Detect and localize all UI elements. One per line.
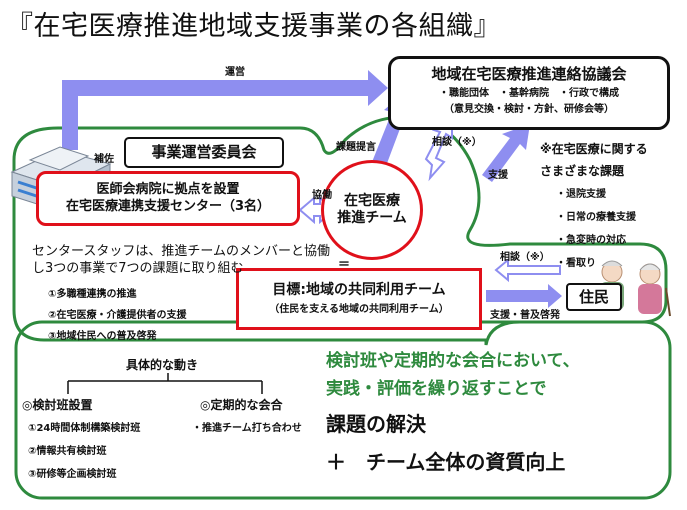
center-line2: 在宅医療連携支援センター（3名） — [65, 198, 271, 214]
council-box: 地域在宅医療推進連絡協議会 ・職能団体 ・基幹病院 ・行政で構成 （意見交換・検… — [388, 56, 670, 130]
summary-line1: 検討班や定期的な会合において、 — [326, 351, 580, 371]
council-title: 地域在宅医療推進連絡協議会 — [431, 65, 627, 83]
meetings-heading: ◎定期的な会合 — [200, 398, 283, 412]
support-label: 支援 — [488, 170, 508, 181]
support-arrow — [482, 124, 530, 182]
promotion-team-circle: 在宅医療 推進チーム — [321, 160, 423, 260]
study-group-item: ②情報共有検討班 — [28, 446, 107, 457]
resident-box: 住民 — [566, 283, 622, 311]
summary-line2: 実践・評価を繰り返すことで — [326, 379, 547, 399]
staff-text-line1: センタースタッフは、推進チームのメンバーと協働 — [32, 244, 330, 259]
study-group-item: ③研修等企画検討班 — [28, 469, 117, 480]
consult-resident-label: 相談（※） — [500, 252, 550, 263]
study-group-item: ①24時間体制構築検討班 — [28, 423, 141, 434]
consult-resident-arrow — [494, 257, 561, 283]
support-center-box: 医師会病院に拠点を設置 在宅医療連携支援センター（3名） — [36, 171, 300, 226]
team-line2: 推進チーム — [337, 210, 407, 226]
consult-council-label: 相談（※） — [432, 137, 482, 148]
staff-text-line2: し3つの事業で7つの課題に取り組む — [32, 261, 244, 276]
cooperation-label: 協働 — [312, 190, 332, 201]
issue-item: ・急変時の対応 — [556, 235, 626, 246]
staff-item: ③地域住民への普及啓発 — [48, 331, 157, 342]
proposal-label: 課題提言 — [336, 142, 376, 153]
issue-item: ・日常の療養支援 — [556, 212, 636, 223]
council-note: （意見交換・検討・方針、研修会等） — [444, 104, 614, 116]
issues-heading-1: ※在宅医療に関する — [540, 142, 648, 156]
management-arrow — [62, 70, 388, 150]
goal-title: 目標:地域の共同利用チーム — [272, 281, 446, 298]
issues-heading-2: さまざまな課題 — [540, 164, 625, 178]
study-groups-heading: ◎検討班設置 — [22, 398, 93, 412]
meeting-item: ・推進チーム打ち合わせ — [192, 423, 302, 434]
council-subtitle: ・職能団体 ・基幹病院 ・行政で構成 — [439, 87, 619, 99]
management-label: 運営 — [225, 67, 245, 78]
staff-item: ②在宅医療・介護提供者の支援 — [48, 310, 187, 321]
page-title: 『在宅医療推進地域支援事業の各組織』 — [6, 11, 501, 42]
issue-item: ・退院支援 — [556, 189, 606, 200]
goal-box: 目標:地域の共同利用チーム （住民を支える地域の共同利用チーム） — [236, 268, 482, 330]
support-awareness-label: 支援・普及啓発 — [490, 310, 560, 321]
summary-line4: ＋ チーム全体の資質向上 — [326, 450, 566, 474]
center-line1: 医師会病院に拠点を設置 — [96, 182, 240, 198]
activities-heading: 具体的な動き — [126, 358, 199, 372]
committee-box: 事業運営委員会 — [124, 137, 284, 168]
staff-item: ①多職種連携の推進 — [48, 289, 137, 300]
consult-council-arrow — [424, 113, 453, 182]
support-awareness-arrow — [486, 284, 562, 308]
support-assist-label: 補佐 — [94, 154, 114, 165]
equals-label: ＝ — [338, 257, 351, 271]
activities-tree — [67, 373, 263, 394]
community-region — [12, 115, 668, 346]
issue-item: ・看取り — [556, 258, 596, 269]
team-line1: 在宅医療 — [344, 192, 400, 209]
summary-line3: 課題の解決 — [326, 412, 426, 436]
goal-subtitle: （住民を支える地域の共同利用チーム） — [269, 304, 449, 315]
